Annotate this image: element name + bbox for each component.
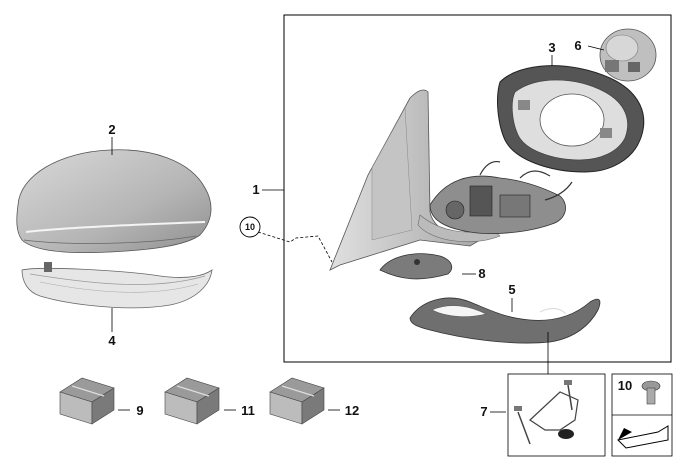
- base-gasket-part[interactable]: [379, 253, 453, 280]
- callout-10-circle-ring: [239, 216, 261, 238]
- kit-box-9[interactable]: [59, 377, 115, 425]
- screw-part[interactable]: [641, 380, 661, 405]
- drive-motor-part[interactable]: [599, 28, 657, 82]
- mirror-housing-part[interactable]: [329, 89, 573, 271]
- kit-box-11[interactable]: [164, 377, 220, 425]
- glass-frame-part[interactable]: [497, 65, 645, 173]
- mounting-bracket-part[interactable]: [514, 380, 579, 445]
- callout-3: 3: [548, 40, 555, 55]
- callout-4: 4: [108, 333, 116, 348]
- kit-box-12[interactable]: [269, 377, 325, 425]
- callout-10-box: 10: [618, 378, 632, 393]
- callout-10-circle: 10: [245, 222, 255, 232]
- bracket-box: [507, 373, 606, 457]
- assembly-frame: [283, 14, 672, 363]
- callout-2: 2: [108, 122, 115, 137]
- callout-1: 1: [252, 182, 259, 197]
- callout-11: 11: [241, 403, 255, 418]
- mirror-cap-part[interactable]: [16, 149, 212, 254]
- next-arrow-icon: [616, 425, 669, 449]
- callout-6: 6: [574, 38, 581, 53]
- callout-8: 8: [478, 266, 485, 281]
- turn-signal-part[interactable]: [21, 262, 213, 309]
- lower-trim-part[interactable]: [409, 297, 601, 344]
- callout-7: 7: [480, 404, 487, 419]
- callout-5: 5: [508, 282, 515, 297]
- callout-9: 9: [136, 403, 143, 418]
- leader-lines: [111, 45, 605, 413]
- callout-12: 12: [345, 403, 359, 418]
